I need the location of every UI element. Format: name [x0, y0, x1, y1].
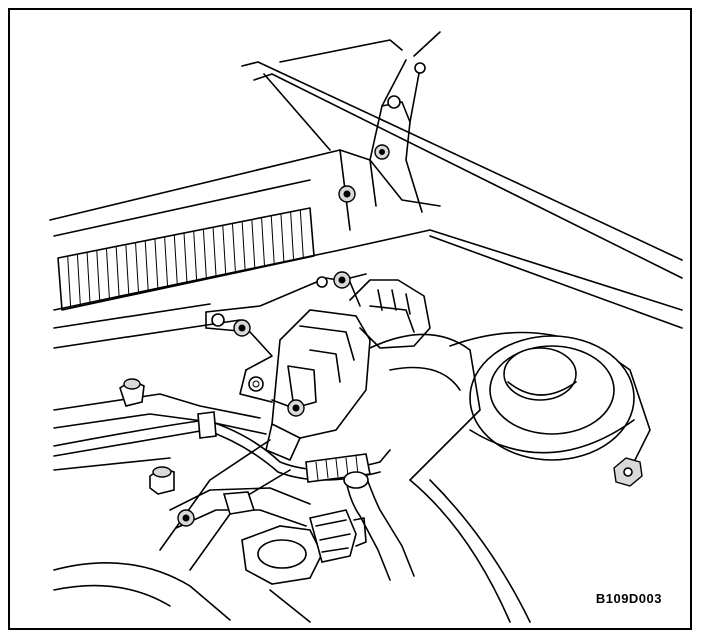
grille-slat: [299, 209, 304, 259]
motor-bolt-left: [233, 319, 251, 337]
clip-grommet-lower: [149, 466, 175, 495]
grille-slat: [173, 234, 178, 286]
engine-lower-surface: [53, 479, 531, 623]
motor-bolt-lower: [271, 399, 305, 417]
grille-slat: [280, 213, 285, 263]
hinge-bolt-upper: [374, 144, 390, 160]
hood-panel: [241, 39, 683, 279]
grille-slat: [290, 211, 295, 261]
grille-slat: [202, 229, 207, 279]
grille-slat: [222, 225, 227, 275]
grille-slat: [144, 240, 149, 292]
figure-frame: B109D003: [8, 8, 692, 630]
grille-slat: [154, 238, 159, 290]
grille-slat: [67, 256, 72, 308]
throttle-body-connector: [241, 509, 367, 585]
grille-slat: [261, 217, 266, 267]
figure-code-label: B109D003: [595, 591, 662, 606]
grille-slat: [164, 236, 169, 288]
grille-slat: [135, 242, 140, 294]
grille-slat: [270, 215, 275, 265]
grille-slat: [183, 232, 188, 284]
grille-slat: [76, 254, 81, 306]
grille-slat: [125, 244, 130, 296]
motor-bolt-upper: [333, 271, 367, 289]
grille-slat: [241, 221, 246, 271]
grille-slat: [212, 227, 217, 277]
cowl-panel: [49, 149, 683, 349]
hood-hinge: [369, 31, 441, 213]
grille-slat: [96, 250, 101, 302]
strut-tower: [449, 331, 651, 471]
lower-bracket-bolt: [177, 509, 195, 527]
grille-slat: [251, 219, 256, 269]
wiper-motor-bracket: [205, 276, 361, 403]
clip-grommet-left: [119, 378, 145, 407]
lower-bracket: [169, 487, 311, 529]
engine-bay-illustration: [49, 31, 683, 623]
grille-slat: [231, 223, 236, 273]
hose-upper: [343, 471, 415, 581]
grille-slat: [115, 246, 120, 298]
motor-grommet: [248, 376, 264, 392]
strut-mount-nut: [613, 457, 643, 487]
wiper-motor: [265, 279, 431, 461]
grille-slat: [105, 248, 110, 300]
cowl-vent-grille: [57, 207, 315, 311]
wiper-pivot-bolt: [338, 185, 356, 203]
grille-slat: [86, 252, 91, 304]
grille-slat: [193, 231, 198, 281]
